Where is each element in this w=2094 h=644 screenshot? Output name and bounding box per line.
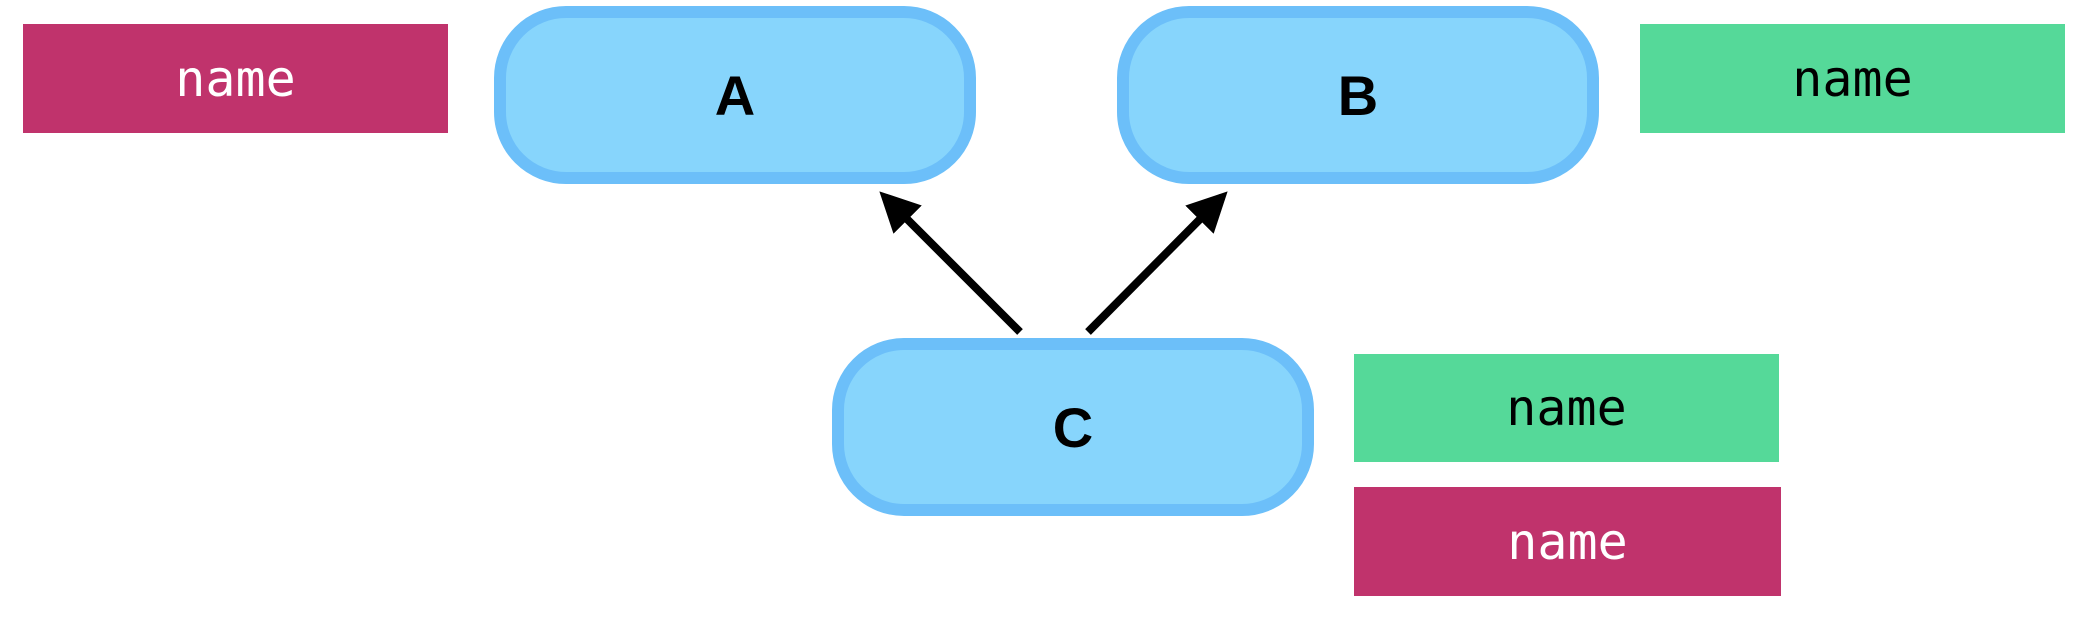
node-c-label: C — [1052, 395, 1094, 459]
node-b-label: B — [1337, 63, 1379, 127]
arrow-c-to-a — [879, 191, 1023, 335]
node-c-name-tag-green-label: name — [1506, 379, 1627, 437]
node-b-name-tag: name — [1640, 24, 2065, 133]
node-a-name-tag-label: name — [175, 49, 296, 108]
node-c-name-tag-green: name — [1354, 354, 1779, 462]
node-a: A — [494, 6, 976, 184]
node-c-name-tag-magenta-label: name — [1507, 512, 1628, 571]
node-b-name-tag-label: name — [1792, 49, 1913, 108]
node-c: C — [832, 338, 1314, 516]
node-a-label: A — [714, 63, 756, 127]
node-b: B — [1117, 6, 1599, 184]
arrow-c-to-b — [1085, 191, 1228, 335]
node-c-name-tag-magenta: name — [1354, 487, 1781, 596]
node-a-name-tag: name — [23, 24, 448, 133]
